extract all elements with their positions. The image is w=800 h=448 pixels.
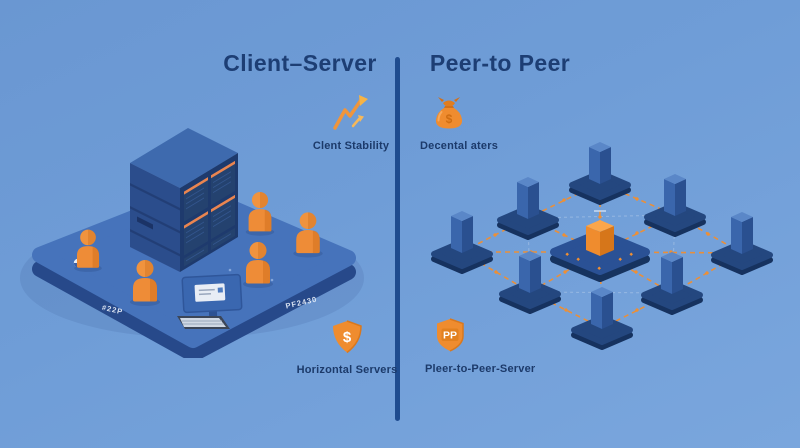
money-bag-symbol: $ <box>446 112 453 126</box>
panel-divider <box>395 57 400 421</box>
keyboard <box>177 316 230 329</box>
center-hub <box>550 220 650 282</box>
shield-pp-symbol: PP <box>443 330 457 342</box>
feature-label-horizontal-servers: Horizontal Servers <box>296 364 398 376</box>
peer-node <box>647 174 703 234</box>
feature-client-stability: Clent Stability <box>305 94 397 152</box>
shield-dollar-symbol: $ <box>343 329 352 346</box>
feature-label-decentralizers: Decental aters <box>420 140 499 152</box>
center-cube <box>586 220 614 256</box>
user-figures <box>74 192 323 306</box>
server-rack <box>130 128 238 272</box>
feature-decentralizers: $ Decental aters <box>420 94 520 152</box>
peer-to-peer-illustration <box>428 140 773 350</box>
money-bag-icon: $ <box>435 97 463 129</box>
shield-pp-icon: PP <box>437 318 464 352</box>
feature-horizontal-servers: $ Horizontal Servers <box>296 318 398 376</box>
peer-node <box>572 142 628 202</box>
shield-dollar-icon: $ <box>333 320 362 354</box>
peer-node <box>434 211 490 271</box>
feature-label-client-stability: Clent Stability <box>312 140 390 152</box>
feature-peer-to-peer-server: PP Pleer-to-Peer-Server <box>425 317 557 375</box>
monitor-workstation <box>177 273 243 329</box>
peer-node <box>500 177 556 237</box>
peer-node <box>574 287 630 347</box>
client-server-illustration: #22P PF2430 <box>20 128 364 358</box>
feature-label-peer-to-peer-server: Pleer-to-Peer-Server <box>425 363 536 375</box>
user-figure <box>245 192 275 236</box>
user-figure <box>243 242 273 288</box>
user-figure <box>130 260 160 306</box>
trend-up-arrow-icon <box>333 95 368 130</box>
user-figure <box>74 229 102 272</box>
left-panel-title: Client–Server <box>223 50 377 76</box>
user-figure <box>293 212 323 258</box>
right-panel-title: Peer-to Peer <box>429 50 571 76</box>
